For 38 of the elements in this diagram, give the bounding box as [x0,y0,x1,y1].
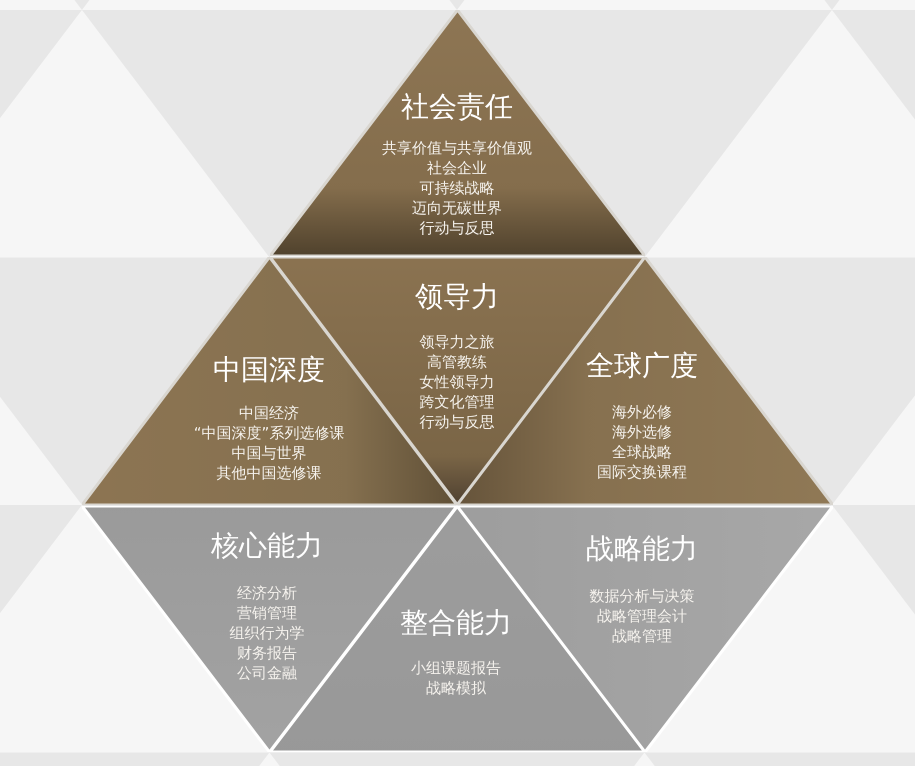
panel-title: 核心能力 [211,530,323,562]
list-item: 中国与世界 [232,443,306,463]
list-item: 领导力之旅 [420,332,494,352]
panel-title: 战略能力 [586,533,698,565]
list-item: 女性领导力 [420,372,494,392]
list-item: 行动与反思 [420,412,494,432]
list-item: 可持续战略 [420,178,494,198]
list-item: 高管教练 [427,352,487,372]
list-item: “中国深度”系列选修课 [194,423,344,443]
list-item: 海外必修 [612,402,672,422]
list-item: 中国经济 [239,403,299,423]
list-item: 经济分析 [237,583,297,603]
list-item: 小组课题报告 [411,658,501,678]
list-item: 跨文化管理 [420,392,494,412]
list-item: 全球战略 [612,442,672,462]
list-item: 财务报告 [237,643,297,663]
panel-title: 中国深度 [213,354,325,386]
panel-title: 社会责任 [401,91,513,123]
list-item: 海外选修 [612,422,672,442]
list-item: 共享价值与共享价值观 [382,138,532,158]
panel-title: 全球广度 [586,350,698,382]
triangle-panel [82,506,457,752]
list-item: 数据分析与决策 [590,586,694,606]
list-item: 社会企业 [427,158,487,178]
list-item: 其他中国选修课 [216,463,322,483]
list-item: 行动与反思 [420,218,494,238]
list-item: 迈向无碳世界 [412,198,502,218]
panel-title: 领导力 [415,281,499,313]
list-item: 战略模拟 [426,678,486,698]
list-item: 战略管理 [612,626,672,646]
list-item: 国际交换课程 [597,462,687,482]
list-item: 组织行为学 [230,623,304,643]
panel-title: 整合能力 [400,607,512,639]
triangle-panel [270,10,645,256]
triangle-panel [457,506,833,752]
list-item: 公司金融 [237,663,297,683]
list-item: 营销管理 [237,603,297,623]
list-item: 战略管理会计 [597,606,687,626]
